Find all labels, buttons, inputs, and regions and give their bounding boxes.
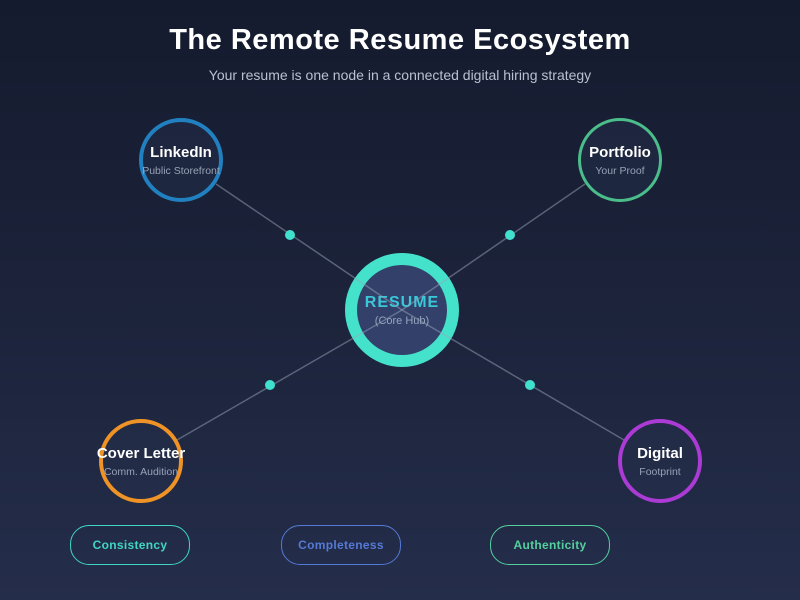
connector-dot-linkedin: [285, 230, 295, 240]
node-portfolio-title: Portfolio: [589, 143, 651, 161]
node-portfolio: Portfolio Your Proof: [578, 118, 662, 202]
node-linkedin-title: LinkedIn: [150, 143, 212, 161]
hub-title: RESUME: [364, 293, 440, 311]
node-cover-letter: Cover Letter Comm. Audition: [96, 419, 186, 503]
node-digital: Digital Footprint: [618, 419, 702, 503]
node-cover-letter-subtitle: Comm. Audition: [103, 465, 179, 478]
pill-completeness[interactable]: Completeness: [281, 525, 401, 565]
pill-consistency[interactable]: Consistency: [70, 525, 190, 565]
connector-dot-digital: [525, 380, 535, 390]
node-linkedin-subtitle: Public Storefront: [142, 164, 220, 177]
pill-authenticity[interactable]: Authenticity: [490, 525, 610, 565]
node-cover-letter-title: Cover Letter: [96, 444, 186, 462]
connector-dot-portfolio: [505, 230, 515, 240]
node-resume-hub: RESUME (Core Hub): [345, 253, 459, 367]
page-subtitle: Your resume is one node in a connected d…: [208, 67, 592, 83]
pill-completeness-label: Completeness: [298, 538, 384, 552]
pill-consistency-label: Consistency: [92, 538, 168, 552]
pill-authenticity-label: Authenticity: [513, 538, 587, 552]
connector-dot-cover-letter: [265, 380, 275, 390]
page-title: The Remote Resume Ecosystem: [169, 24, 631, 56]
node-linkedin: LinkedIn Public Storefront: [139, 118, 223, 202]
diagram-header: The Remote Resume Ecosystem Your resume …: [0, 24, 800, 83]
node-portfolio-subtitle: Your Proof: [595, 164, 645, 177]
node-digital-subtitle: Footprint: [639, 465, 681, 478]
node-digital-title: Digital: [637, 444, 683, 462]
hub-subtitle: (Core Hub): [374, 314, 430, 327]
